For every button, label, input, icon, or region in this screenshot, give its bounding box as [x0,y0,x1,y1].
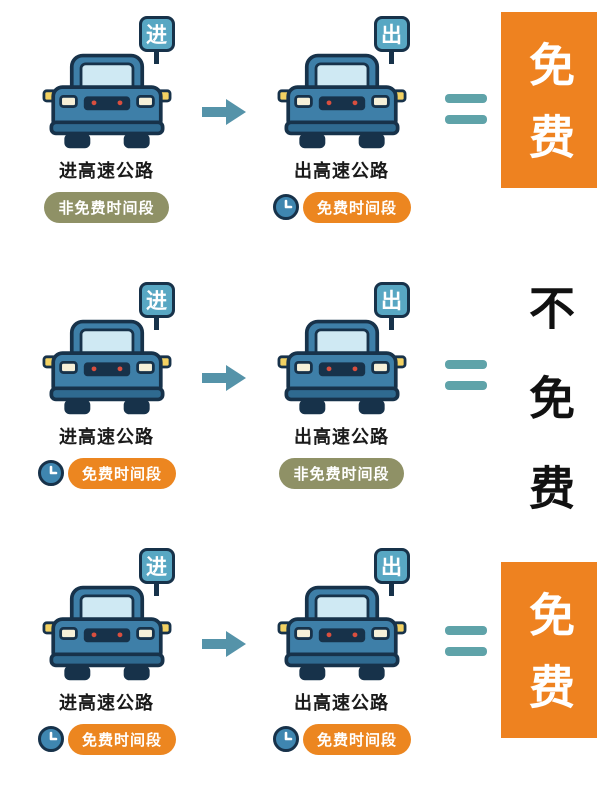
arrow-column [199,532,249,799]
car-front-icon [272,582,412,684]
arrow-right-icon [202,628,246,660]
exit-sign-text: 出 [381,23,402,47]
result-text: 不免费 [522,284,576,554]
car-figure: 进 [37,16,177,152]
exit-sign-text: 出 [381,289,402,313]
result-free-box: 免费 [501,12,597,188]
car-front-icon [37,582,177,684]
exit-sign-plate: 出 [373,16,410,52]
car-front-icon [37,50,177,152]
car-figure: 出 [272,548,412,684]
enter-sign-plate: 进 [138,548,175,584]
car-figure: 出 [272,282,412,418]
equals-bar-bottom [445,381,487,390]
result-text: 免费 [522,591,576,735]
clock-icon [37,725,65,753]
car-label: 进高速公路 [59,161,154,182]
enter-sign-text: 进 [146,555,167,579]
sign-pole [388,582,394,596]
car-label: 进高速公路 [59,693,154,714]
enter-sign-text: 进 [146,289,167,313]
result-column: 免费 [498,0,600,266]
time-badge: 非免费时间段 [44,191,169,223]
scenario-row-3: 进 进高速公路 免费时间段 出 出高速公路 免费时间段 [0,532,600,799]
time-badge-label: 免费时间段 [302,723,411,755]
time-badge-label: 免费时间段 [67,723,176,755]
clock-icon [272,193,300,221]
clock-icon [272,725,300,753]
time-badge-label: 非免费时间段 [44,191,169,223]
arrow-right-icon [202,96,246,128]
equals-icon [434,0,498,266]
car-figure: 出 [272,16,412,152]
exit-sign-plate: 出 [373,282,410,318]
car-front-icon [272,50,412,152]
enter-car-group: 进 进高速公路 免费时间段 [14,266,199,532]
enter-sign-text: 进 [146,23,167,47]
result-text: 免费 [522,41,576,185]
equals-icon [434,266,498,532]
scenario-row-2: 进 进高速公路 免费时间段 出 出高速公路 非免费时间段 [0,266,600,554]
time-badge: 免费时间段 [272,723,411,755]
car-figure: 进 [37,282,177,418]
time-badge: 免费时间段 [37,457,176,489]
sign-pole [153,582,159,596]
clock-icon [37,459,65,487]
equals-bar-top [445,626,487,635]
arrow-column [199,266,249,532]
result-column: 免费 [498,532,600,799]
car-label: 出高速公路 [294,693,389,714]
sign-pole [388,50,394,64]
exit-car-group: 出 出高速公路 免费时间段 [249,0,434,266]
exit-car-group: 出 出高速公路 非免费时间段 [249,266,434,532]
car-label: 出高速公路 [294,427,389,448]
exit-sign-text: 出 [381,555,402,579]
car-figure: 进 [37,548,177,684]
time-badge-label: 免费时间段 [67,457,176,489]
result-free-box: 免费 [501,562,597,738]
sign-pole [153,316,159,330]
enter-sign-plate: 进 [138,16,175,52]
equals-bar-top [445,360,487,369]
time-badge: 非免费时间段 [279,457,404,489]
equals-bar-bottom [445,647,487,656]
result-not-free-text: 不免费 [522,284,576,554]
exit-car-group: 出 出高速公路 免费时间段 [249,532,434,799]
scenario-row-1: 进 进高速公路 非免费时间段 出 出高速公路 免费时间段 [0,0,600,266]
time-badge-label: 免费时间段 [302,191,411,223]
car-front-icon [37,316,177,418]
time-badge-label: 非免费时间段 [279,457,404,489]
equals-icon [434,532,498,799]
sign-pole [153,50,159,64]
result-column: 不免费 [498,266,600,554]
car-label: 出高速公路 [294,161,389,182]
enter-car-group: 进 进高速公路 非免费时间段 [14,0,199,266]
arrow-column [199,0,249,266]
time-badge: 免费时间段 [37,723,176,755]
car-label: 进高速公路 [59,427,154,448]
exit-sign-plate: 出 [373,548,410,584]
equals-bar-top [445,94,487,103]
sign-pole [388,316,394,330]
car-front-icon [272,316,412,418]
equals-bar-bottom [445,115,487,124]
enter-car-group: 进 进高速公路 免费时间段 [14,532,199,799]
arrow-right-icon [202,362,246,394]
time-badge: 免费时间段 [272,191,411,223]
enter-sign-plate: 进 [138,282,175,318]
